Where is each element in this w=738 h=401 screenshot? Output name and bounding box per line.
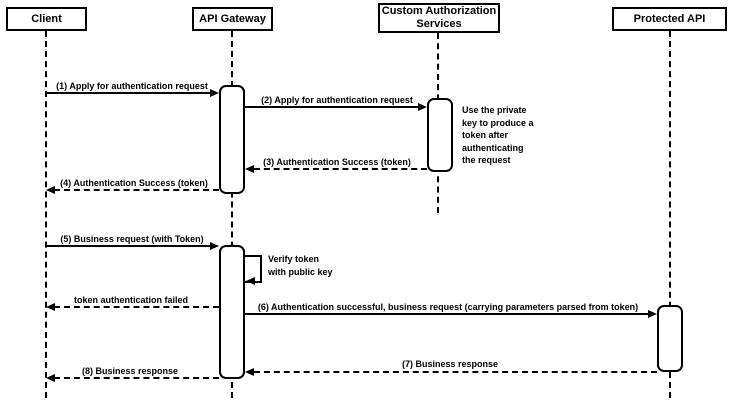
message-3-arrowhead-icon bbox=[245, 165, 254, 173]
message-token-failed-label: token authentication failed bbox=[73, 295, 189, 305]
message-5-arrowhead-icon bbox=[210, 242, 219, 250]
message-5-label: (5) Business request (with Token) bbox=[60, 234, 204, 244]
message-1-line bbox=[46, 92, 211, 94]
activation-protected-api bbox=[657, 305, 683, 372]
participant-api-gateway-label: API Gateway bbox=[199, 12, 266, 25]
message-token-failed-arrowhead-icon bbox=[46, 303, 55, 311]
self-message-arrowhead-icon bbox=[246, 277, 255, 285]
activation-api-gateway-1 bbox=[219, 85, 245, 194]
message-3-label: (3) Authentication Success (token) bbox=[263, 157, 411, 167]
participant-custom-authorization-services-label: Custom Authorization Services bbox=[381, 5, 497, 30]
message-8-arrowhead-icon bbox=[46, 374, 55, 382]
participant-protected-api-label: Protected API bbox=[633, 12, 706, 25]
message-1-arrowhead-icon bbox=[210, 89, 219, 97]
message-4-arrowhead-icon bbox=[46, 186, 55, 194]
participant-client: Client bbox=[6, 7, 87, 31]
message-1-label: (1) Apply for authentication request bbox=[56, 81, 208, 91]
message-6-label: (6) Authentication successful, business … bbox=[257, 302, 639, 312]
message-7-arrowhead-icon bbox=[245, 368, 254, 376]
message-7-label: (7) Business response bbox=[401, 359, 499, 369]
message-token-failed-line bbox=[54, 306, 219, 308]
participant-custom-authorization-services: Custom Authorization Services bbox=[378, 3, 500, 33]
message-7-line bbox=[254, 371, 657, 373]
self-message-label: Verify token with public key bbox=[268, 254, 333, 277]
message-4-line bbox=[54, 189, 219, 191]
message-5-line bbox=[46, 245, 211, 247]
participant-protected-api: Protected API bbox=[612, 7, 727, 31]
message-6-line bbox=[245, 313, 649, 315]
message-2-arrowhead-icon bbox=[418, 103, 427, 111]
participant-client-label: Client bbox=[31, 12, 62, 25]
message-2-label: (2) Apply for authentication request bbox=[261, 95, 413, 105]
lifeline-api-gateway bbox=[231, 31, 233, 398]
message-8-label: (8) Business response bbox=[81, 366, 179, 376]
message-6-arrowhead-icon bbox=[648, 310, 657, 318]
message-8-line bbox=[54, 377, 219, 379]
message-2-line bbox=[245, 106, 419, 108]
participant-api-gateway: API Gateway bbox=[192, 7, 273, 31]
activation-api-gateway-2 bbox=[219, 245, 245, 379]
lifeline-protected-api bbox=[669, 31, 671, 398]
lifeline-client bbox=[45, 31, 47, 398]
message-3-line bbox=[254, 168, 427, 170]
message-4-label: (4) Authentication Success (token) bbox=[60, 178, 208, 188]
note-private-key: Use the private key to produce a token a… bbox=[462, 105, 534, 165]
activation-custom-authorization-services bbox=[427, 98, 453, 172]
